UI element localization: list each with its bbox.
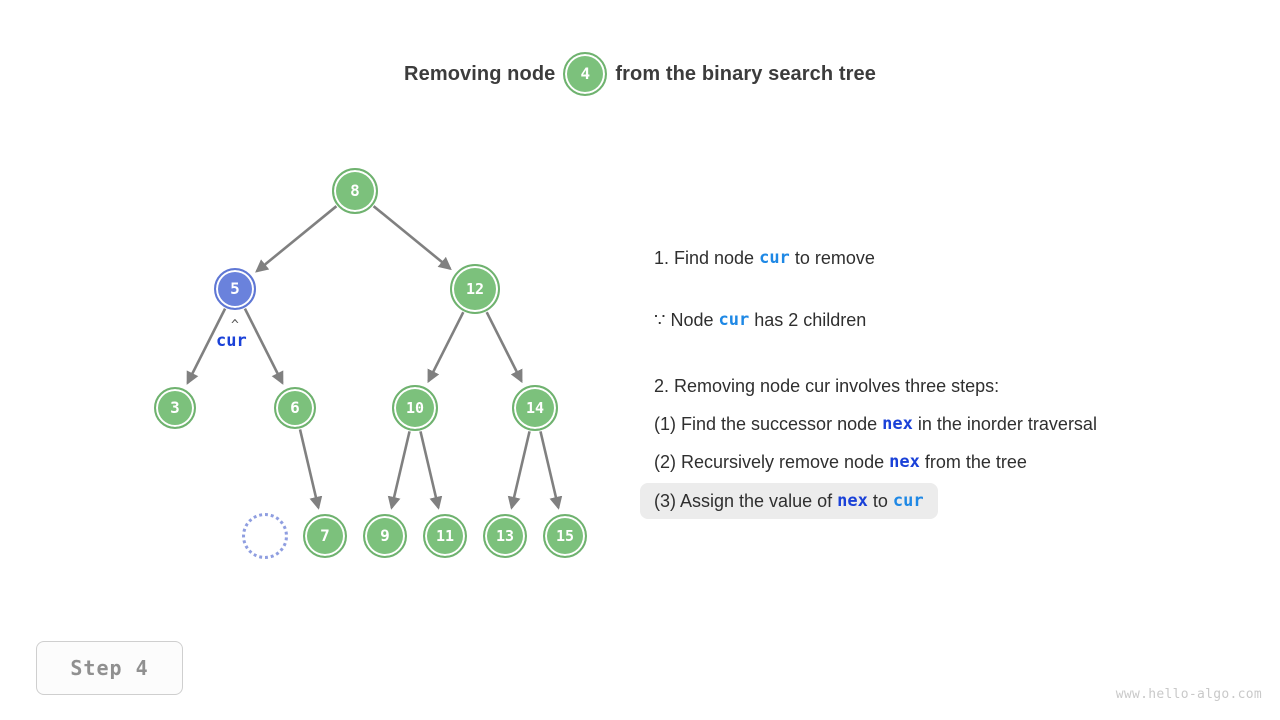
title-suffix: from the binary search tree — [615, 62, 876, 85]
desc-step-3-highlighted: (3) Assign the value of nex to cur — [640, 483, 938, 519]
tree-edge-layer — [186, 205, 563, 510]
tree-node-7: 7 — [303, 514, 347, 558]
tree-edge-14-to-15 — [539, 431, 563, 510]
title-node-circle: 4 — [563, 52, 608, 96]
tree-edge-5-to-6 — [243, 308, 284, 385]
desc-step1-keyword: nex — [882, 413, 913, 434]
desc-step2-keyword: nex — [889, 451, 920, 472]
desc-line2-prefix: ∵ Node — [654, 310, 719, 330]
desc-line-three-steps-header: 2. Removing node cur involves three step… — [654, 376, 1000, 396]
desc-step1-suffix: in the inorder traversal — [912, 414, 1097, 434]
title-node-badge: 4 — [563, 52, 608, 96]
cur-pointer-caret: ^ — [231, 318, 239, 333]
tree-edge-8-to-12 — [372, 205, 452, 271]
desc-step3-middle: to — [867, 491, 893, 511]
desc-line2-suffix: has 2 children — [749, 310, 867, 330]
page-title: Removing node 4 from the binary search t… — [0, 52, 1280, 96]
tree-node-14: 14 — [512, 385, 558, 431]
desc-line1-suffix: to remove — [789, 248, 875, 268]
tree-edge-14-to-13 — [507, 431, 531, 510]
desc-line-two-children: ∵ Node cur has 2 children — [640, 302, 1270, 338]
tree-edge-5-to-3 — [186, 308, 227, 385]
desc-step-2: (2) Recursively remove node nex from the… — [640, 444, 1270, 480]
desc-line2-keyword: cur — [718, 309, 750, 330]
desc-step3-keyword-nex: nex — [837, 490, 868, 511]
desc-line1-prefix: 1. Find node — [654, 248, 760, 268]
tree-node-5: 5 — [214, 268, 256, 310]
tree-node-3: 3 — [154, 387, 196, 429]
tree-edge-6-to-7 — [298, 429, 323, 510]
tree-node-13: 13 — [483, 514, 527, 558]
tree-node-8: 8 — [332, 168, 378, 214]
watermark: www.hello-algo.com — [1115, 687, 1262, 702]
desc-step3-keyword-cur: cur — [892, 490, 924, 511]
title-prefix: Removing node — [404, 62, 556, 85]
tree-node-empty-slot — [242, 513, 288, 559]
desc-step3-prefix: (3) Assign the value of — [654, 491, 838, 511]
tree-edge-8-to-5 — [255, 205, 338, 273]
desc-step2-suffix: from the tree — [919, 452, 1027, 472]
tree-edge-10-to-9 — [387, 431, 411, 510]
desc-line1-keyword: cur — [759, 247, 790, 268]
description-panel: 1. Find node cur to remove ∵ Node cur ha… — [640, 240, 1270, 519]
step-badge: Step 4 — [36, 641, 183, 695]
tree-edges — [186, 205, 563, 510]
tree-node-12: 12 — [450, 264, 500, 314]
desc-step1-prefix: (1) Find the successor node — [654, 414, 883, 434]
tree-node-9: 9 — [363, 514, 407, 558]
desc-step2-prefix: (2) Recursively remove node — [654, 452, 890, 472]
desc-step-1: (1) Find the successor node nex in the i… — [640, 406, 1270, 442]
tree-node-10: 10 — [392, 385, 438, 431]
tree-edge-10-to-11 — [419, 431, 443, 510]
tree-edge-12-to-10 — [427, 311, 465, 384]
tree-node-6: 6 — [274, 387, 316, 429]
tree-edge-12-to-14 — [485, 311, 523, 384]
tree-node-15: 15 — [543, 514, 587, 558]
tree-node-11: 11 — [423, 514, 467, 558]
desc-line-find-node: 1. Find node cur to remove — [640, 240, 1270, 276]
cur-pointer-label: cur — [216, 331, 247, 351]
